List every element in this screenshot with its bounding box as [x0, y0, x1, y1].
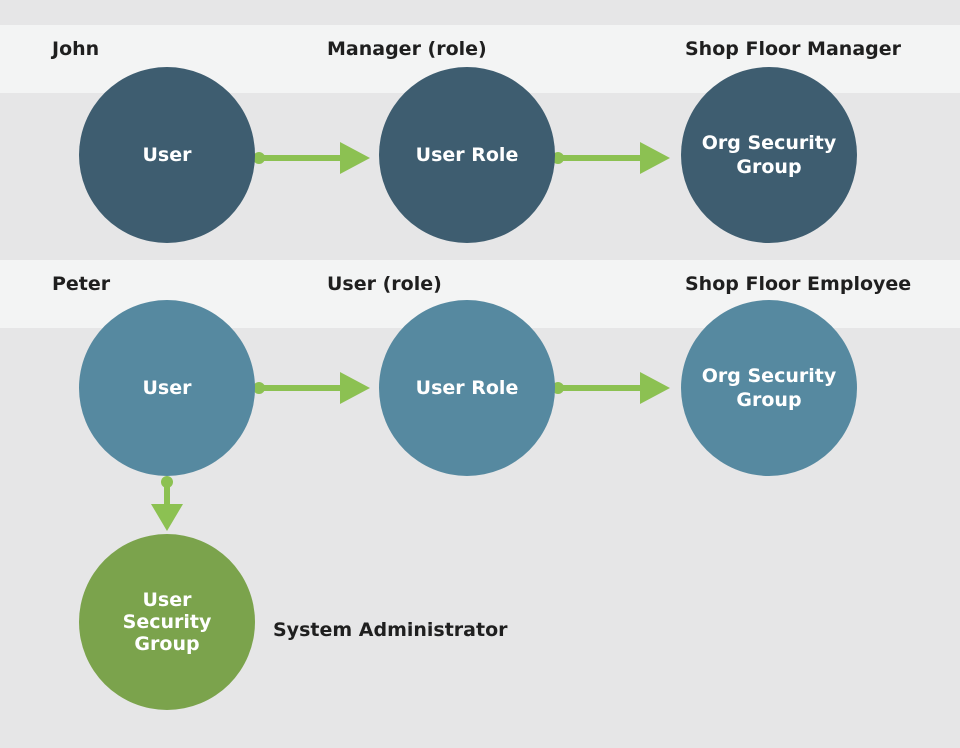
arrow-user-to-role-row2 — [253, 372, 370, 404]
arrow-role-to-group-row1 — [552, 142, 670, 174]
arrow-user-to-role-row1 — [253, 142, 370, 174]
node-org-security-group-peter: Org Security Group — [681, 300, 857, 476]
label-role-manager: Manager (role) — [327, 38, 487, 60]
node-user-peter: User — [79, 300, 255, 476]
node-user-role-john: User Role — [379, 67, 555, 243]
node-org-security-group-john: Org Security Group — [681, 67, 857, 243]
node-user-security-group: User Security Group — [79, 534, 255, 710]
label-system-administrator: System Administrator — [273, 619, 508, 641]
label-person-peter: Peter — [52, 273, 111, 295]
arrow-role-to-group-row2 — [552, 372, 670, 404]
arrow-user-to-security-group — [151, 476, 183, 531]
node-user-john: User — [79, 67, 255, 243]
node-user-role-peter: User Role — [379, 300, 555, 476]
label-group-shop-floor-employee: Shop Floor Employee — [685, 273, 912, 295]
label-person-john: John — [52, 38, 100, 60]
label-role-user: User (role) — [327, 273, 442, 295]
label-group-shop-floor-manager: Shop Floor Manager — [685, 38, 901, 60]
